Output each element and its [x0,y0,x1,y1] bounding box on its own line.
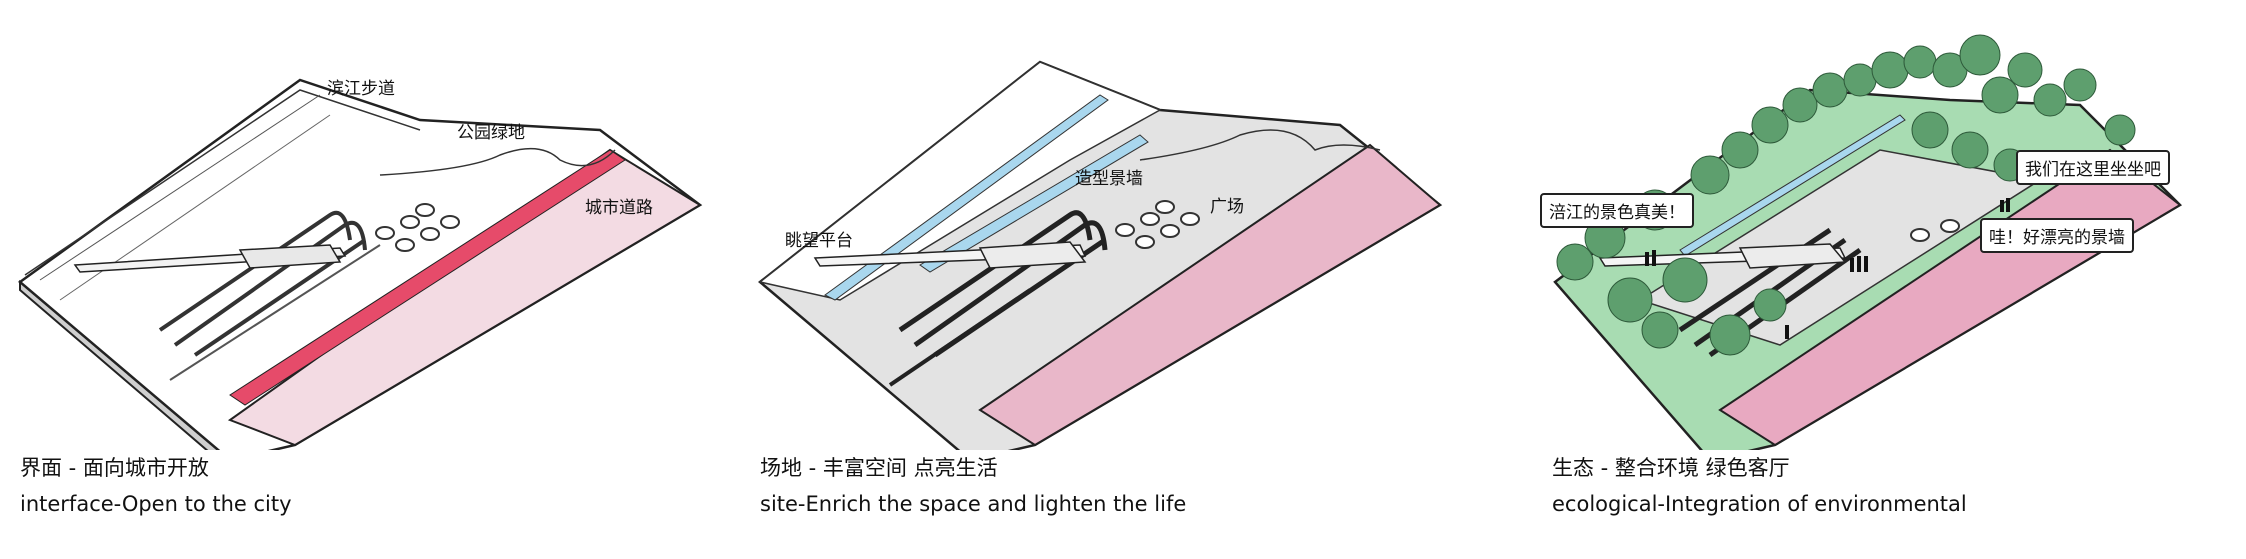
bridge-pier [238,244,342,269]
label-road: 城市道路 [585,198,653,218]
water-channel [824,94,1109,301]
round-seats [375,203,460,252]
speech-bubble-sit: 我们在这里坐坐吧 [2016,150,2170,185]
panel-interface: 滨江步道 公园绿地 城市道路 界面 - 面向城市开放 interface-Ope… [0,0,748,559]
path-line [169,244,381,381]
plaza-boundary [1139,129,1381,161]
speech-bubble-river: 涪江的景色真美！ [1540,193,1694,228]
site-platform [17,78,703,450]
label-park: 公园绿地 [457,123,525,143]
panel-title-en: ecological-Integration of environmental [1552,492,1967,516]
city-road-area [978,143,1442,447]
ramp [173,220,367,347]
speech-bubble-wow: 哇！好漂亮的景墙 [1980,218,2134,253]
label-riverwalk: 滨江步道 [327,79,395,99]
bridge-pier [1738,243,1847,269]
axonometric-diagram-interface [17,78,703,450]
label-lookout: 眺望平台 [785,231,853,251]
round-seats [1115,200,1200,249]
round-seats [1910,219,1960,242]
panel-ecological: 我们在这里坐坐吧 涪江的景色真美！ 哇！好漂亮的景墙 生态 - 整合环境 绿色客… [1480,0,2228,559]
riverwalk-area [758,61,1162,301]
people-figures [1645,198,2010,339]
bridge-pier [978,241,1087,269]
label-feature-wall: 造型景墙 [1075,169,1143,189]
panel-site: 造型景墙 广场 眺望平台 场地 - 丰富空间 点亮生活 site-Enrich … [740,0,1488,559]
water-channel [919,134,1149,273]
trees [1556,34,2136,356]
panel-title-en: interface-Open to the city [20,492,292,516]
axonometric-diagram-site [758,60,1443,450]
park-boundary [379,147,616,176]
label-plaza: 广场 [1210,197,1244,217]
ramp [898,210,1093,333]
panel-title-cn: 界面 - 面向城市开放 [20,456,209,480]
city-road-strip [229,149,626,406]
ramp [888,288,1032,387]
riverwalk-line [39,94,321,281]
ramp [158,210,352,332]
panel-title-cn: 生态 - 整合环境 绿色客厅 [1552,456,1790,480]
panel-title-cn: 场地 - 丰富空间 点亮生活 [760,456,998,480]
panel-title-en: site-Enrich the space and lighten the li… [760,492,1187,516]
riverwalk-line [24,89,421,276]
